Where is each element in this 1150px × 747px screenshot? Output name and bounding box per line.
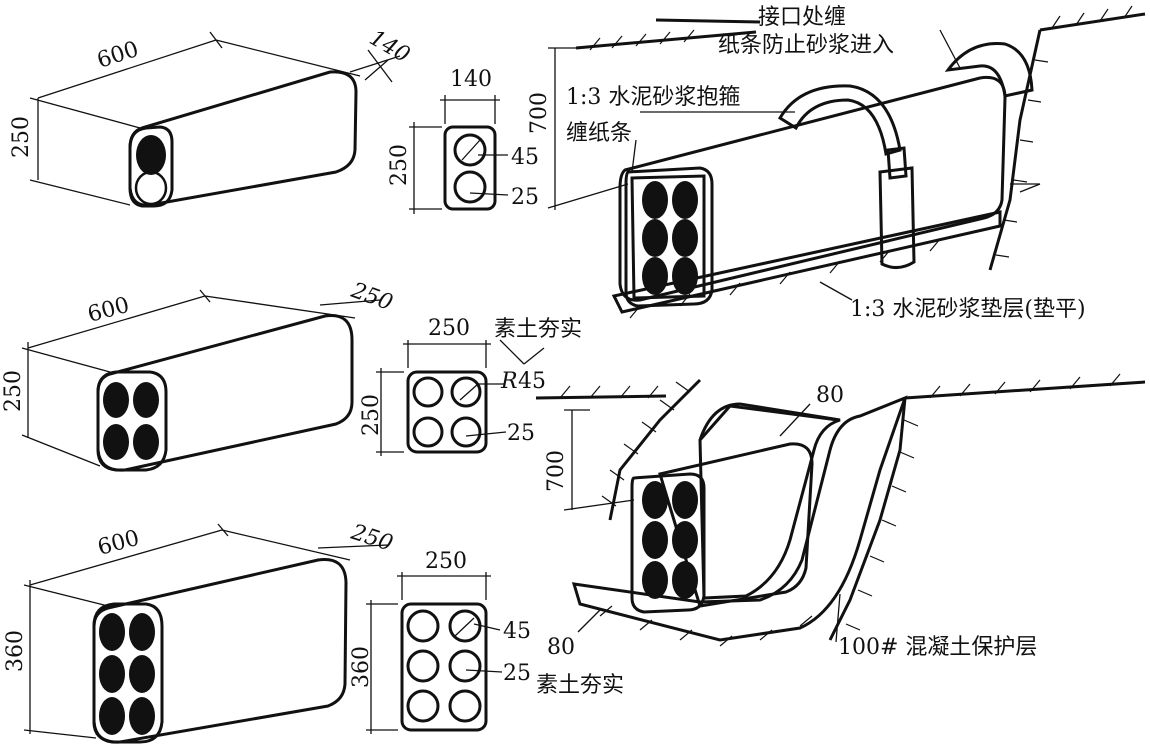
section-6-hole <box>366 572 503 734</box>
section-2-hole <box>409 95 509 214</box>
concrete-cover-label: 100# 混凝土保护层 <box>838 635 1037 660</box>
section2-height-label: 250 <box>359 394 384 436</box>
cover-top-label: 80 <box>816 383 844 408</box>
section-4-hole <box>376 340 507 456</box>
block2-dimension-lines <box>21 289 381 467</box>
section2-radius-prefix: R <box>500 369 518 394</box>
rammed-soil-label-2: 素土夯实 <box>536 673 624 698</box>
section2-inner-label: 25 <box>507 421 535 446</box>
block1-height-label: 250 <box>9 116 34 158</box>
section2-radius-label: 45 <box>518 369 546 394</box>
section3-inner-label: 25 <box>503 661 531 686</box>
section3-height-label: 360 <box>349 646 374 688</box>
section1-width-label: 140 <box>450 67 492 92</box>
block2-length-label: 600 <box>85 293 132 328</box>
block2-width-label: 250 <box>347 278 396 316</box>
rammed-soil-label-1: 素土夯实 <box>494 317 582 342</box>
joint-wrap-label-line1: 接口处缠 <box>758 5 846 30</box>
section1-outer-label: 45 <box>511 145 539 170</box>
cover-bottom-label: 80 <box>547 635 575 660</box>
trench2-depth-label: 700 <box>544 450 569 492</box>
block1-width-label: 140 <box>365 26 414 69</box>
duct-block-2-hole <box>128 70 358 208</box>
mortar-bedding-label: 1:3 水泥砂浆垫层(垫平) <box>850 297 1086 322</box>
joint-wrap-label-line2: 纸条防止砂浆进入 <box>718 33 894 58</box>
section2-width-label: 250 <box>428 316 470 341</box>
section3-outer-label: 45 <box>503 619 531 644</box>
trench-installation-1 <box>547 5 1146 319</box>
block3-dimension-lines <box>23 523 389 739</box>
block1-length-label: 600 <box>94 37 142 74</box>
block3-width-label: 250 <box>347 520 396 557</box>
duct-block-4-hole <box>96 314 354 472</box>
section3-width-label: 250 <box>425 549 467 574</box>
block3-height-label: 360 <box>3 630 28 672</box>
section1-height-label: 250 <box>387 144 412 186</box>
section1-inner-label: 25 <box>511 185 539 210</box>
duct-block-6-hole <box>92 557 348 744</box>
trench1-depth-label: 700 <box>527 92 552 134</box>
trench-installation-2 <box>499 339 1146 647</box>
block1-dimension-lines <box>29 31 401 206</box>
block2-height-label: 250 <box>1 370 26 412</box>
mortar-hoop-label: 1:3 水泥砂浆抱箍 <box>566 85 740 110</box>
paper-wrap-label: 缠纸条 <box>566 121 632 146</box>
